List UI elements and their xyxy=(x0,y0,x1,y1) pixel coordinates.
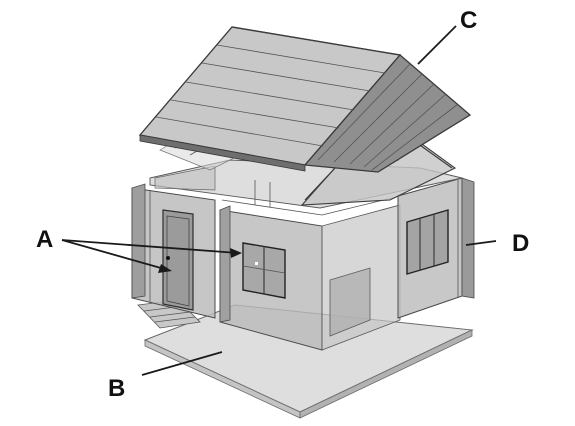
callout-c: C xyxy=(460,7,477,34)
leader-c xyxy=(418,26,456,64)
callout-d: D xyxy=(512,230,529,257)
door xyxy=(163,210,193,310)
side-window xyxy=(407,210,448,274)
callout-a: A xyxy=(36,226,53,253)
front-window xyxy=(243,243,285,298)
callout-b: B xyxy=(108,375,125,402)
